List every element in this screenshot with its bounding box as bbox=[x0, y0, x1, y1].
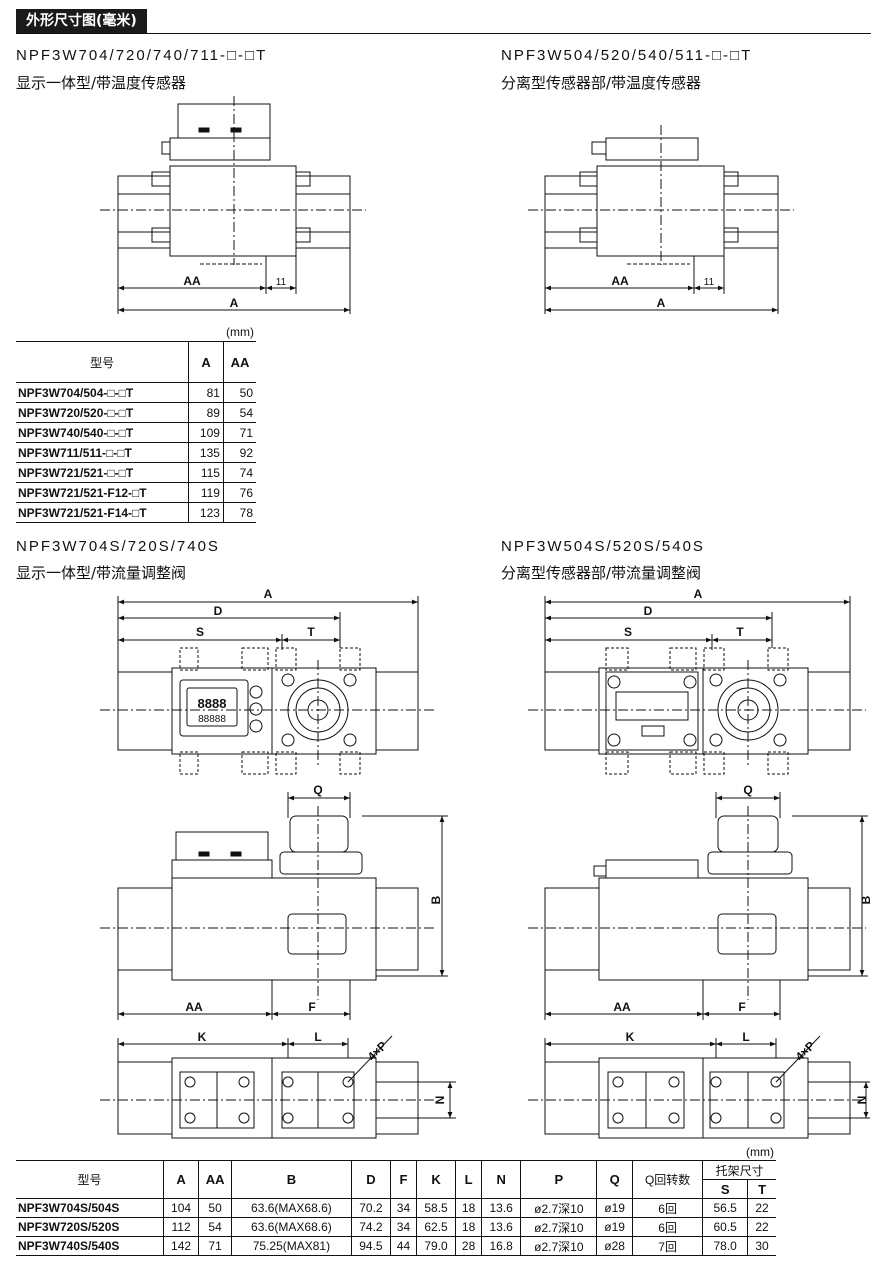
dim-t: T bbox=[736, 625, 744, 639]
table2-unit: (mm) bbox=[746, 1145, 774, 1159]
dim-d: D bbox=[214, 604, 223, 618]
drawing-separate-valve-front bbox=[528, 792, 868, 1020]
section-2-subtitle: 分离型传感器部/带温度传感器 bbox=[501, 74, 702, 92]
dim-k: K bbox=[198, 1030, 207, 1044]
section-4-subtitle: 分离型传感器部/带流量调整阀 bbox=[501, 564, 702, 582]
section-header-title: 外形尺寸图(毫米) bbox=[16, 9, 147, 33]
dim-q: Q bbox=[743, 783, 752, 797]
table1-header-model: 型号 bbox=[16, 341, 189, 383]
section-3-code: NPF3W704S/720S/740S bbox=[16, 538, 220, 555]
drawing-separate-valve-top bbox=[528, 596, 866, 775]
table1-header-aa: AA bbox=[222, 341, 256, 383]
dim-k: K bbox=[626, 1030, 635, 1044]
dim-n: N bbox=[855, 1096, 869, 1105]
table2-header-model: 型号 bbox=[16, 1160, 164, 1199]
dim-a: A bbox=[694, 587, 703, 601]
section-1-subtitle: 显示一体型/带温度传感器 bbox=[16, 74, 187, 92]
dim-11: 11 bbox=[276, 277, 287, 288]
dim-d: D bbox=[644, 604, 653, 618]
dim-s: S bbox=[196, 625, 204, 639]
dim-f: F bbox=[308, 1000, 315, 1014]
drawing-display-valve-bottom bbox=[100, 1035, 456, 1139]
dim-s: S bbox=[624, 625, 632, 639]
drawing-separate-temp bbox=[528, 125, 794, 314]
dim-f: F bbox=[738, 1000, 745, 1014]
section-header: 外形尺寸图(毫米) bbox=[16, 9, 871, 34]
section-3-subtitle: 显示一体型/带流量调整阀 bbox=[16, 564, 187, 582]
drawing-display-temp bbox=[100, 96, 366, 314]
dim-aa: AA bbox=[185, 1000, 203, 1014]
dim-a: A bbox=[657, 296, 666, 310]
dim-aa: AA bbox=[183, 274, 201, 288]
table-row: NPF3W720S/520S 112 54 63.6(MAX68.6) 74.2… bbox=[16, 1217, 776, 1237]
dim-b: B bbox=[859, 895, 873, 904]
dim-q: Q bbox=[313, 783, 322, 797]
dim-t: T bbox=[307, 625, 315, 639]
table-row: NPF3W740S/540S 142 71 75.25(MAX81) 94.5 … bbox=[16, 1236, 776, 1256]
svg-text:8888: 8888 bbox=[198, 696, 227, 711]
table-valve-models: 型号 A AA B D F K L N P Q Q回转数 托架尺寸 S T NP… bbox=[16, 1160, 776, 1256]
table1-unit: (mm) bbox=[226, 325, 254, 339]
table1-header-a: A bbox=[188, 341, 224, 383]
drawing-display-valve-top: 8888 88888 bbox=[100, 596, 434, 775]
section-1-code: NPF3W704/720/740/711-□-□T bbox=[16, 47, 268, 64]
dim-aa: AA bbox=[613, 1000, 631, 1014]
drawing-display-valve-front bbox=[100, 792, 448, 1020]
dim-n: N bbox=[433, 1096, 447, 1105]
dim-11: 11 bbox=[704, 277, 715, 288]
dim-aa: AA bbox=[611, 274, 629, 288]
section-2-code: NPF3W504/520/540/511-□-□T bbox=[501, 47, 753, 64]
dim-b: B bbox=[429, 895, 443, 904]
dim-l: L bbox=[742, 1030, 749, 1044]
dim-a: A bbox=[230, 296, 239, 310]
drawing-separate-valve-bottom bbox=[528, 1035, 870, 1139]
svg-text:88888: 88888 bbox=[198, 714, 226, 725]
table2-header-bracket: 托架尺寸 bbox=[702, 1160, 776, 1180]
dim-a: A bbox=[264, 587, 273, 601]
table-row: NPF3W704S/504S 104 50 63.6(MAX68.6) 70.2… bbox=[16, 1198, 776, 1218]
dim-l: L bbox=[314, 1030, 321, 1044]
section-4-code: NPF3W504S/520S/540S bbox=[501, 538, 705, 555]
